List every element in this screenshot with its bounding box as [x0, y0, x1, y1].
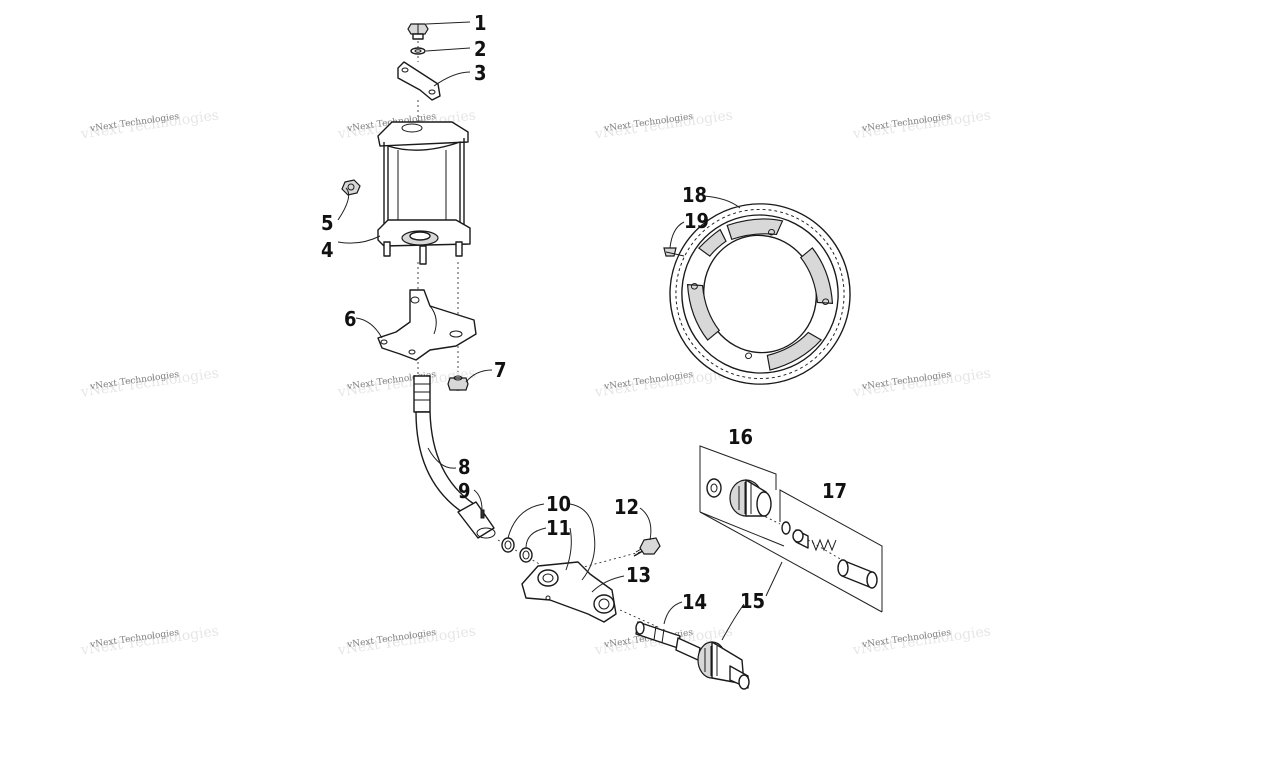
part-pin: [480, 509, 485, 519]
callout-19: 19: [684, 209, 709, 233]
part-nut-small: [341, 179, 361, 196]
part-bracket-strap: [397, 61, 441, 101]
part-o-ring-b: [519, 547, 533, 563]
part-bearing-housing: [521, 561, 617, 623]
callout-4: 4: [321, 238, 334, 262]
callout-18: 18: [682, 183, 707, 207]
callout-16: 16: [728, 425, 753, 449]
watermark: vNext Technologies vNext Technologies: [851, 623, 992, 658]
callout-11: 11: [546, 516, 571, 540]
part-ring-gear: [669, 203, 851, 385]
watermark: vNext Technologies vNext Technologies: [851, 107, 992, 142]
callout-7: 7: [494, 358, 507, 382]
callout-13: 13: [626, 563, 651, 587]
callout-9: 9: [458, 479, 471, 503]
callout-2: 2: [474, 37, 487, 61]
part-mounting-bracket: [377, 289, 477, 361]
group-bracket-17: [779, 489, 883, 612]
callout-10: 10: [546, 492, 571, 516]
callout-15: 15: [740, 589, 765, 613]
part-flange-nut: [447, 375, 469, 391]
part-bolt: [407, 23, 429, 40]
watermark: vNext Technologies vNext Technologies: [593, 107, 734, 142]
callout-numbers: 1 2 3 4 5 6 7 8 9 10 11 12 13 14 15 16 1…: [321, 11, 847, 614]
callout-8: 8: [458, 455, 471, 479]
watermark: vNext Technologies vNext Technologies: [79, 623, 220, 658]
callout-3: 3: [474, 61, 487, 85]
part-bendix-drive: [675, 637, 750, 690]
callout-17: 17: [822, 479, 847, 503]
part-starter-motor: [377, 121, 471, 265]
callout-5: 5: [321, 211, 334, 235]
part-screw: [663, 247, 685, 257]
watermark: vNext Technologies vNext Technologies: [851, 365, 992, 400]
callout-6: 6: [344, 307, 357, 331]
part-washer: [410, 47, 426, 55]
watermark: vNext Technologies vNext Technologies: [336, 623, 477, 658]
part-pinion-gear: [706, 478, 772, 517]
group-bracket-16: [699, 445, 785, 547]
watermark: vNext Technologies vNext Technologies: [79, 365, 220, 400]
part-o-ring-a: [501, 537, 515, 553]
callout-1: 1: [474, 11, 487, 35]
callout-12: 12: [614, 495, 639, 519]
part-spring-cap-set: [781, 521, 878, 589]
group-bracket-15: [699, 511, 883, 613]
part-cable-tube: [413, 375, 496, 539]
callout-14: 14: [682, 590, 707, 614]
watermark: vNext Technologies vNext Technologies: [79, 107, 220, 142]
part-bolt-long: [633, 537, 661, 557]
leader-lines: [337, 21, 783, 641]
